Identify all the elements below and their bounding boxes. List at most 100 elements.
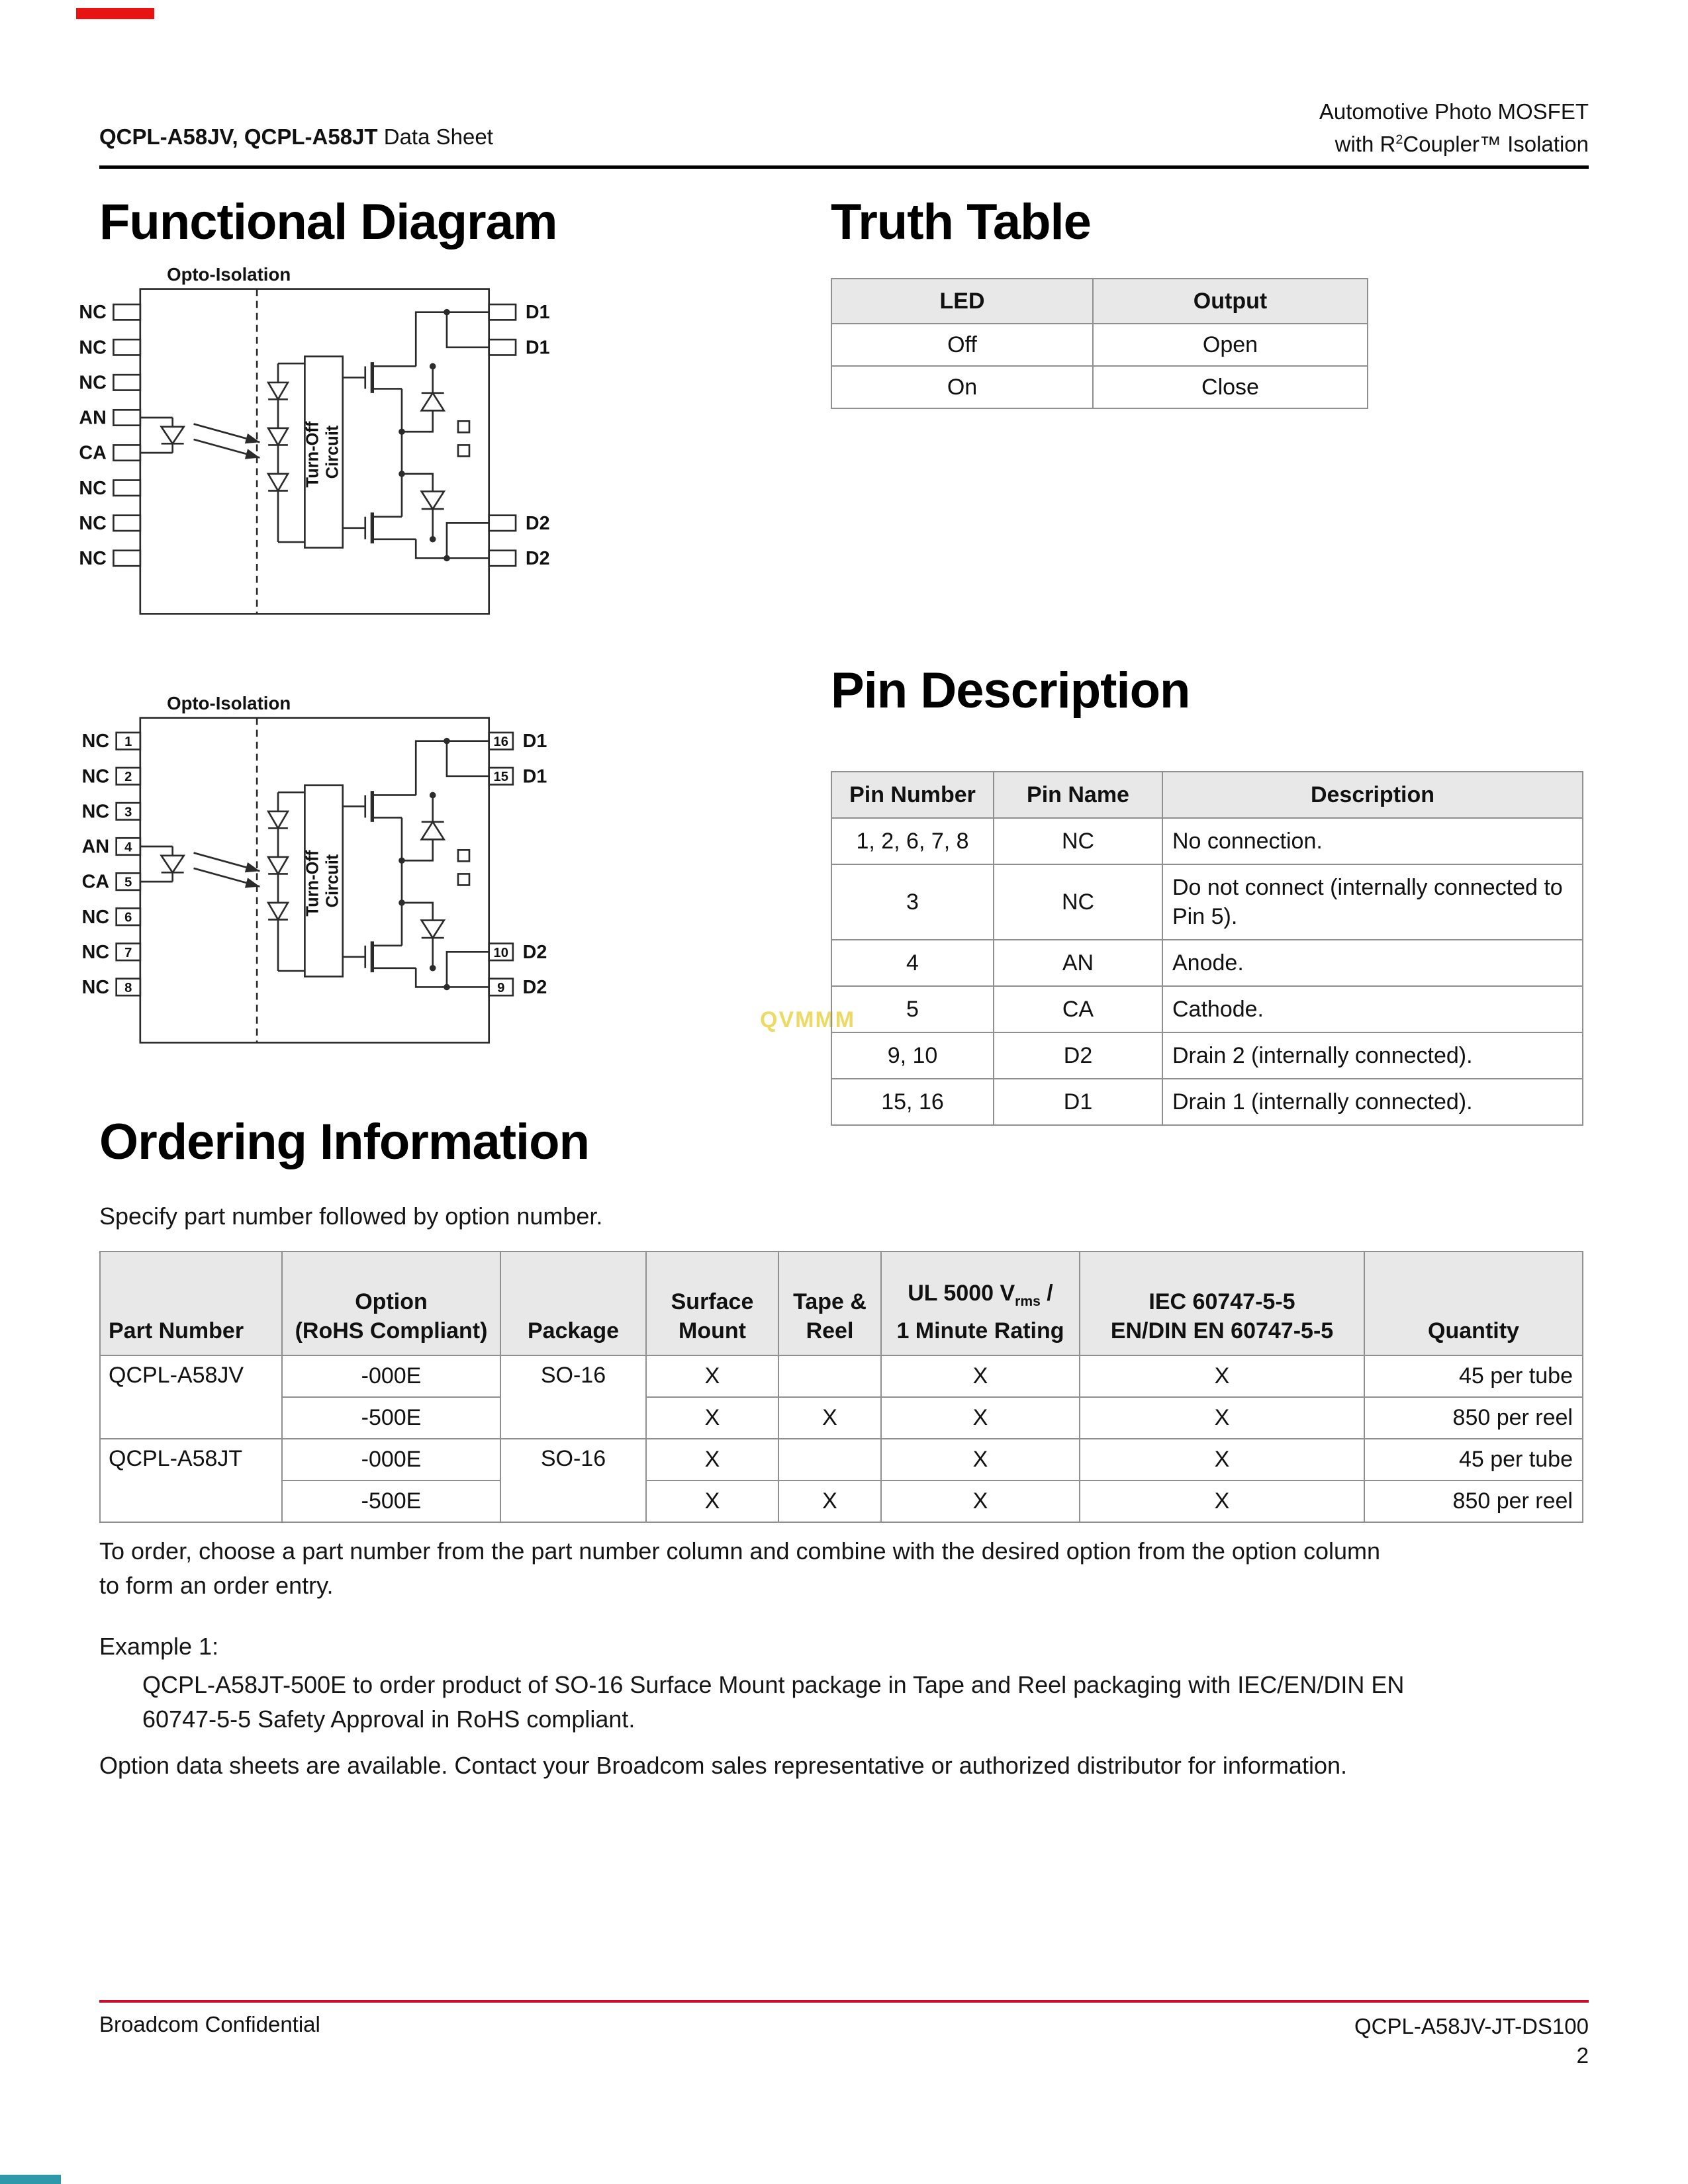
pin-label: CA	[82, 872, 109, 893]
table-cell: X	[645, 1396, 779, 1439]
table-cell: D1	[993, 1078, 1163, 1126]
table-cell: 5	[831, 985, 994, 1033]
body-diodes	[399, 308, 450, 562]
table-cell: -000E	[281, 1355, 501, 1398]
table-cell: X	[880, 1396, 1080, 1439]
pin-label: NC	[82, 907, 109, 928]
pin-label: NC	[79, 548, 106, 569]
col-quantity: Quantity	[1364, 1251, 1583, 1356]
cell-package: SO-16	[500, 1355, 647, 1439]
ordering-table: Part Number Option(RoHS Compliant) Packa…	[99, 1251, 1583, 1523]
table-cell: -000E	[281, 1438, 501, 1481]
section-title-functional-diagram: Functional Diagram	[99, 194, 557, 250]
photodiode-stack	[266, 362, 305, 543]
pin-label: D2	[523, 977, 547, 998]
table-row: QCPL-A58JT -000E SO-16 X X X 45 per tube	[99, 1438, 1583, 1523]
header-right-line1: Automotive Photo MOSFET	[1319, 99, 1589, 124]
light-emission-arrows	[193, 423, 260, 459]
pin-label: D1	[526, 302, 550, 323]
table-cell: Open	[1092, 323, 1368, 367]
table-cell: X	[1079, 1355, 1365, 1398]
table-cell: X	[1079, 1396, 1365, 1439]
table-row: -500E X X X X 850 per reel	[100, 1396, 1583, 1439]
pin-label: NC	[82, 977, 109, 998]
table-cell: -500E	[281, 1480, 501, 1523]
cell-quantity: 45 per tube	[1364, 1355, 1583, 1398]
table-cell: Close	[1092, 365, 1368, 409]
cell-quantity: 850 per reel	[1364, 1396, 1583, 1439]
led-emitter	[140, 416, 186, 454]
unconnected-pads	[457, 420, 471, 457]
turn-off-circuit-box: Turn-Off Circuit	[304, 784, 344, 978]
table-cell: On	[831, 365, 1094, 409]
svg-text:4: 4	[124, 840, 132, 854]
table-cell: NC	[993, 817, 1163, 865]
table-cell: X	[880, 1480, 1080, 1523]
col-led: LED	[831, 278, 1094, 324]
pin-label: CA	[79, 443, 106, 464]
scan-artifact-red-mark	[76, 8, 154, 19]
pin-label: AN	[82, 837, 109, 858]
table-row: On Close	[831, 365, 1368, 409]
unconnected-pads	[457, 848, 471, 886]
header-rule	[99, 165, 1589, 169]
section-title-pin-description: Pin Description	[831, 662, 1190, 719]
svg-text:15: 15	[494, 770, 508, 784]
pin-label: NC	[79, 302, 106, 323]
opto-isolation-label: Opto-Isolation	[167, 693, 291, 713]
table-cell: 4	[831, 939, 994, 987]
option-datasheets-note: Option data sheets are available. Contac…	[99, 1752, 1347, 1779]
header-right-line2: with R2Coupler™ Isolation	[1335, 132, 1589, 156]
table-cell: Drain 2 (internally connected).	[1162, 1032, 1583, 1079]
table-cell: AN	[993, 939, 1163, 987]
pin-description-table: Pin Number Pin Name Description 1, 2, 6,…	[831, 771, 1583, 1126]
col-package: Package	[500, 1251, 647, 1356]
table-cell: X	[1079, 1480, 1365, 1523]
table-cell	[778, 1355, 882, 1398]
functional-diagram-2: Opto-Isolation 1NC 2NC 3NC 4AN 5CA 6NC 7…	[82, 693, 547, 1044]
pin-label: D1	[526, 337, 550, 358]
table-cell: Cathode.	[1162, 985, 1583, 1033]
output-mosfets	[342, 311, 489, 559]
footer-confidential: Broadcom Confidential	[99, 2012, 320, 2036]
header-right: Automotive Photo MOSFET with R2Coupler™ …	[1319, 98, 1589, 158]
pin-label: NC	[82, 731, 109, 752]
table-header-row: Part Number Option(RoHS Compliant) Packa…	[99, 1251, 1583, 1356]
table-cell: Anode.	[1162, 939, 1583, 987]
section-title-truth-table: Truth Table	[831, 194, 1092, 250]
photodiode-stack	[266, 791, 305, 972]
cell-part-number: QCPL-A58JT	[99, 1438, 283, 1523]
example-text: QCPL-A58JT-500E to order product of SO-1…	[142, 1671, 1405, 1733]
example-label: Example 1:	[99, 1633, 219, 1660]
cell-quantity: 45 per tube	[1364, 1438, 1583, 1481]
ordering-note: To order, choose a part number from the …	[99, 1537, 1381, 1599]
table-cell: X	[645, 1480, 779, 1523]
col-ul-rating: UL 5000 Vrms /1 Minute Rating	[880, 1251, 1080, 1356]
table-cell: CA	[993, 985, 1163, 1033]
pin-label: AN	[79, 408, 106, 429]
table-row: QCPL-A58JV -000E SO-16 X X X 45 per tube	[99, 1355, 1583, 1439]
table-cell: D2	[993, 1032, 1163, 1079]
section-title-ordering-information: Ordering Information	[99, 1114, 590, 1170]
table-cell: 3	[831, 864, 994, 940]
light-emission-arrows	[193, 852, 260, 888]
turn-off-circuit-box: Turn-Off Circuit	[304, 355, 344, 549]
pin-label: NC	[79, 513, 106, 534]
table-cell: X	[880, 1438, 1080, 1481]
table-cell: Drain 1 (internally connected).	[1162, 1078, 1583, 1126]
table-row: Off Open	[831, 323, 1368, 367]
pin-label: NC	[79, 372, 106, 393]
pin-label: NC	[79, 478, 106, 499]
pin-label: NC	[82, 942, 109, 963]
table-cell: X	[778, 1480, 882, 1523]
cell-part-number: QCPL-A58JV	[99, 1355, 283, 1439]
cell-package: SO-16	[500, 1438, 647, 1523]
footer-rule	[99, 2000, 1589, 2003]
svg-text:6: 6	[124, 911, 132, 925]
pin-label: D2	[523, 942, 547, 963]
